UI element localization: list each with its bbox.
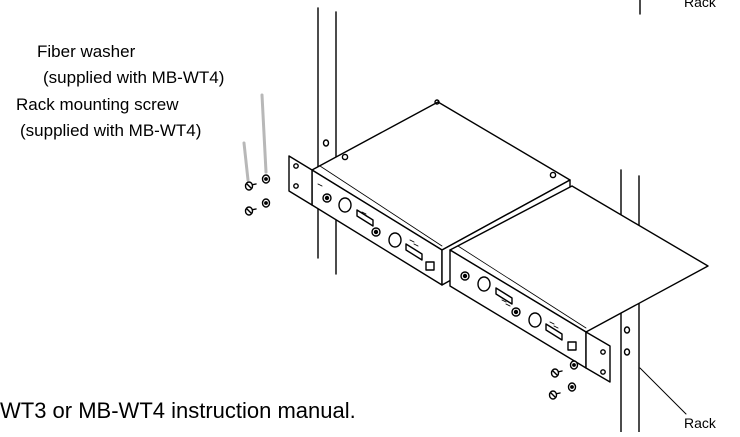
left-screws-washers [244, 139, 330, 216]
fiber-washer-note: (supplied with MB-WT4) [43, 68, 225, 87]
rack-label-bottom: Rack [684, 415, 716, 431]
left-rack-rails [317, 7, 337, 275]
manual-note-text: WT3 or MB-WT4 instruction manual. [0, 398, 356, 423]
right-screws-washers [548, 326, 631, 400]
rack-screw-icon [548, 390, 561, 400]
rack-screw-icon [550, 368, 563, 378]
rack-leader-line [639, 367, 687, 415]
rack-label-top: Rack [684, 0, 716, 10]
leader-lines [242, 93, 268, 182]
rack-screw-label: Rack mounting screw [16, 95, 179, 114]
rack-screw-icon [244, 181, 257, 191]
rack-screw-icon [244, 206, 257, 216]
rack-screw-note: (supplied with MB-WT4) [20, 121, 202, 140]
lower-receiver-unit [449, 185, 709, 383]
fiber-washer-label: Fiber washer [37, 42, 136, 61]
